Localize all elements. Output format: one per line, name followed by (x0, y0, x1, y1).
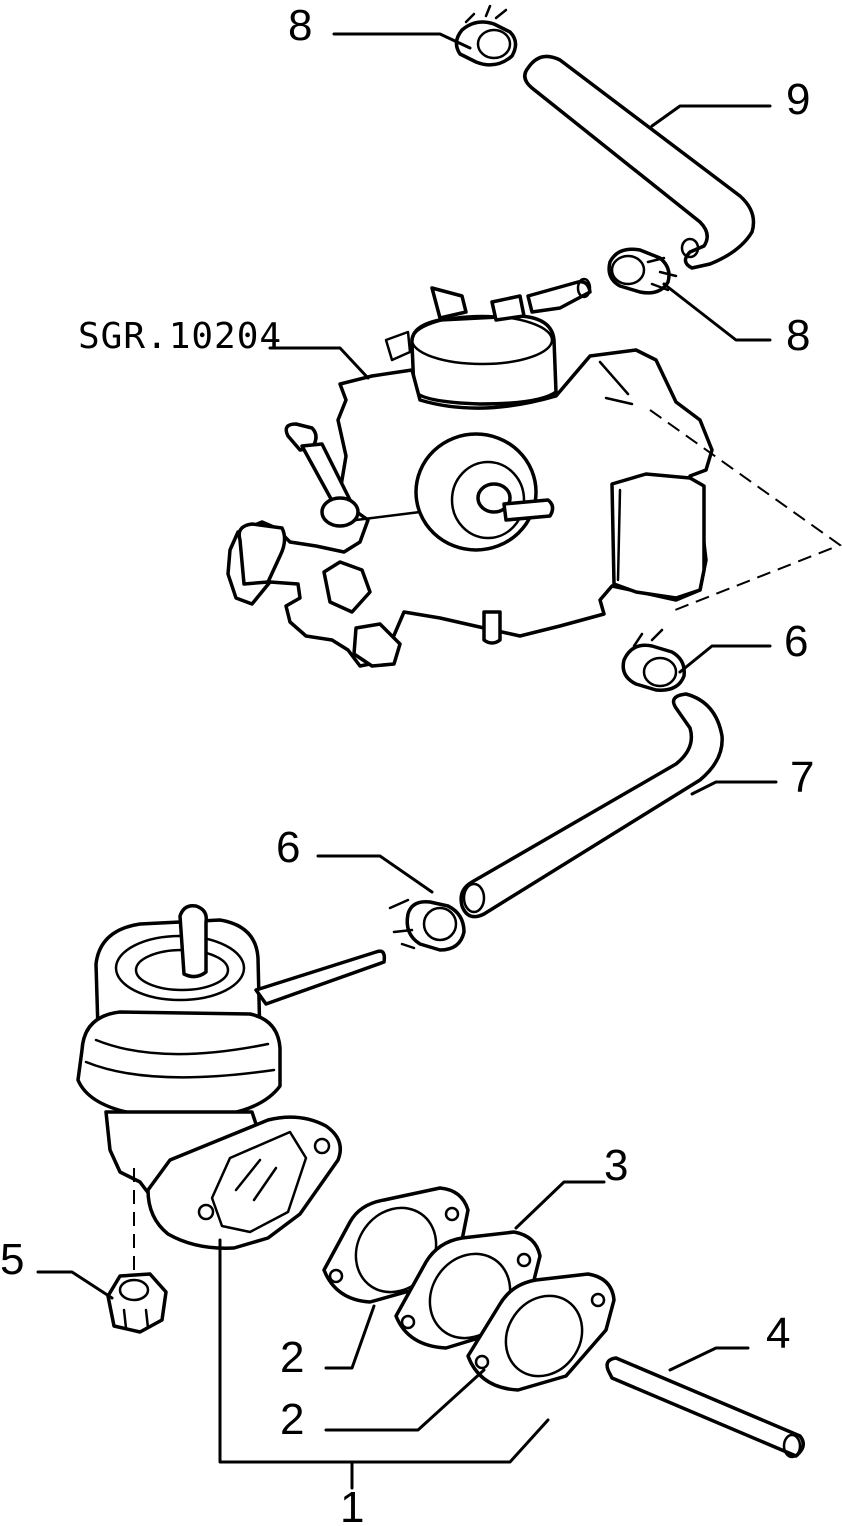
nut-part-5 (106, 1168, 168, 1334)
callout-6-upper: 6 (784, 617, 808, 666)
leader-lines (36, 32, 778, 1490)
callout-1: 1 (340, 1483, 364, 1526)
callout-5: 5 (0, 1235, 24, 1284)
callout-6-lower: 6 (276, 823, 300, 872)
fuel-pump-part-1 (76, 903, 387, 1250)
callout-8-middle: 8 (786, 311, 810, 360)
callout-2-first: 2 (280, 1333, 304, 1382)
hose-part-9 (523, 54, 756, 270)
callout-7: 7 (790, 753, 814, 802)
callout-8-top: 8 (288, 1, 312, 50)
callout-2-second: 2 (280, 1395, 304, 1444)
drawing-code-label: SGR.10204 (78, 316, 282, 357)
carburetor-assembly (226, 277, 842, 668)
hose-clamp-part-8-top (454, 4, 518, 67)
gasket-part-2-second (466, 1272, 616, 1392)
callout-3: 3 (604, 1141, 628, 1190)
callout-9: 9 (786, 75, 810, 124)
hose-clamp-part-8-middle (607, 247, 678, 295)
hose-clamp-part-6-upper (621, 628, 686, 692)
hose-part-7 (459, 692, 724, 919)
callout-4: 4 (766, 1309, 790, 1358)
hose-clamp-part-6-lower (388, 898, 466, 952)
push-rod-part-4 (605, 1356, 805, 1459)
